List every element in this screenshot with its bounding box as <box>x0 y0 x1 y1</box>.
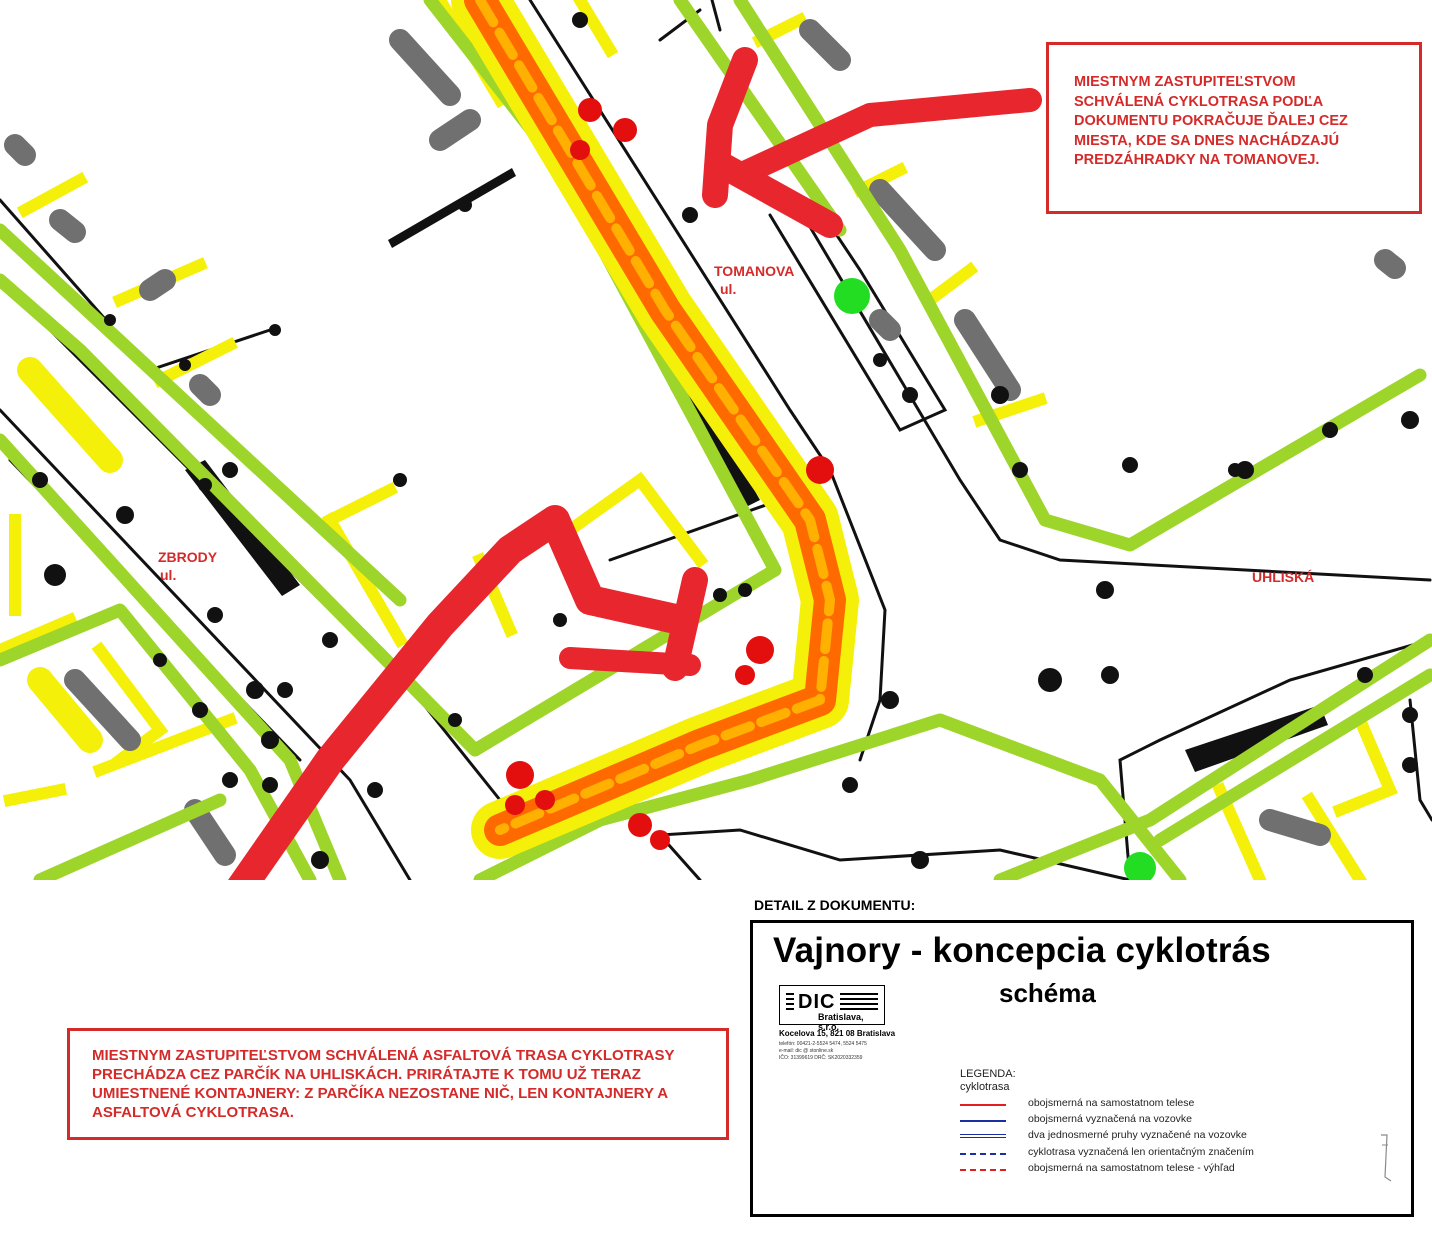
logo-lines-icon <box>786 993 878 1010</box>
black-tree-dots <box>32 12 1419 869</box>
note-line: DOKUMENTU POKRAČUJE ĎALEJ CEZ <box>1074 113 1348 129</box>
note-line: UMIESTNENÉ KONTAJNERY: Z PARČÍKA NEZOSTA… <box>92 1085 669 1102</box>
cycle-route-map <box>0 0 1432 880</box>
street-label-zbrody: ZBRODY ul. <box>158 548 217 584</box>
contact-line: IČO: 31399619 DRČ: SK2020332359 <box>779 1055 863 1061</box>
note-line: SCHVÁLENÁ CYKLOTRASA PODĽA <box>1074 93 1324 110</box>
street-suffix: ul. <box>160 567 177 583</box>
approved-cycle-route <box>451 0 859 859</box>
legend-label: dva jednosmerné pruhy vyznačené na vozov… <box>1028 1129 1247 1141</box>
note-line: MIESTNYM ZASTUPITEĽSTVOM <box>1074 74 1296 90</box>
annotation-arrows <box>228 47 1042 880</box>
legend-title: LEGENDA: <box>960 1068 1016 1080</box>
note-line: PRECHÁDZA CEZ PARČÍK NA UHLISKÁCH. PRIRÁ… <box>92 1066 641 1083</box>
legend-label: obojsmerná na samostatnom telese - výhľa… <box>1028 1162 1235 1174</box>
legend-swatch <box>960 1134 1006 1138</box>
yellow-tree-rows <box>17 357 123 753</box>
note-line: MIESTNYM ZASTUPITEĽSTVOM SCHVÁLENÁ ASFAL… <box>92 1047 675 1064</box>
contact-line: telefón: 00421-2-5524 5474, 5524 5475 <box>779 1041 867 1047</box>
legend-subtitle: cyklotrasa <box>960 1081 1010 1093</box>
detail-caption: DETAIL Z DOKUMENTU: <box>754 897 916 913</box>
note-line: MIESTA, KDE SA DNES NACHÁDZAJÚ <box>1074 132 1340 149</box>
document-title-block: Vajnory - koncepcia cyklotrás schéma DIC… <box>750 920 1414 1217</box>
annotation-note-uhliska: MIESTNYM ZASTUPITEĽSTVOM SCHVÁLENÁ ASFAL… <box>67 1028 729 1140</box>
company-contact: telefón: 00421-2-5524 5474, 5524 5475 e-… <box>779 1041 867 1062</box>
legend-swatch <box>960 1104 1006 1106</box>
company-name: Bratislava, s.r.o. <box>818 1012 864 1032</box>
legend-swatch <box>960 1169 1006 1171</box>
legend-swatch <box>960 1153 1006 1155</box>
street-label-uhliska: UHLISKÁ <box>1252 569 1315 585</box>
street-suffix: ul. <box>720 281 737 297</box>
north-arrow-icon <box>1381 1134 1392 1182</box>
company-address: Kocelova 15, 821 08 Bratislava <box>779 1029 896 1038</box>
street-name: TOMANOVA <box>714 263 795 279</box>
red-container-marks <box>505 98 834 850</box>
legend-swatch <box>960 1120 1006 1122</box>
document-subtitle: schéma <box>999 978 1096 1008</box>
note-line: ASFALTOVÁ CYKLOTRASA. <box>92 1104 294 1121</box>
company-logo: DIC Bratislava, s.r.o. <box>779 985 885 1032</box>
company-mark: DIC <box>798 991 836 1013</box>
annotation-note-tomanova: MIESTNYM ZASTUPITEĽSTVOM SCHVÁLENÁ CYKLO… <box>1046 42 1422 214</box>
street-label-tomanova: TOMANOVA ul. <box>714 262 794 298</box>
note-line: PREDZÁHRADKY NA TOMANOVEJ. <box>1074 152 1320 168</box>
legend-label: cyklotrasa vyznačená len orientačným zna… <box>1028 1146 1254 1158</box>
contact-line: e-mail: dic @ stonline.sk <box>779 1048 834 1054</box>
legend-label: obojsmerná na samostatnom telese <box>1028 1097 1195 1109</box>
gray-trees <box>4 19 1406 866</box>
legend-label: obojsmerná vyznačená na vozovke <box>1028 1113 1193 1125</box>
street-name: ZBRODY <box>158 549 218 565</box>
document-title: Vajnory - koncepcia cyklotrás <box>773 931 1271 970</box>
